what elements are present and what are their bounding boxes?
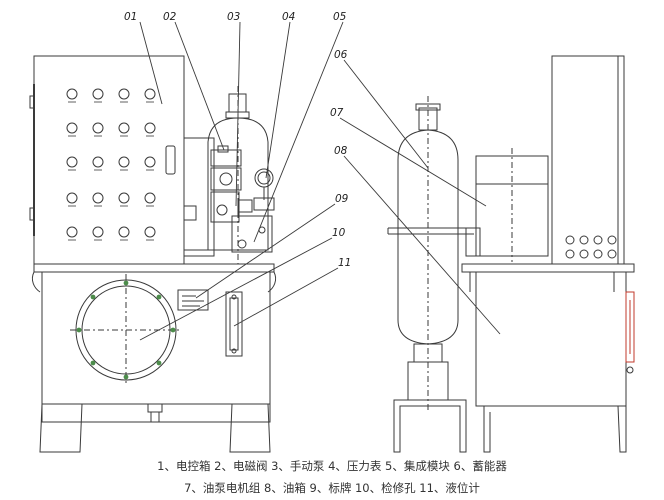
side-button-grid [565,235,617,259]
solenoid-valve [210,145,242,191]
nameplate [177,289,209,311]
motor-pump-body [183,137,215,257]
accumulator-stand [393,399,467,453]
front-view [29,55,277,453]
accumulator-side [387,96,474,410]
motor-pump-set [465,148,549,262]
oil-tank-front [41,271,271,423]
tank-leg-side-right [617,405,627,453]
callout-02: 02 [163,11,177,23]
callout-03: 03 [227,11,240,23]
legend-line-2: 7、油泵电机组 8、油箱 9、标牌 10、检修孔 11、液位计 [184,481,480,495]
callout-09: 09 [335,193,349,205]
manual-pump [210,191,253,223]
legend-line-1: 1、电控箱 2、电磁阀 3、手动泵 4、压力表 5、集成模块 6、蓄能器 [157,459,507,473]
drain-plug [147,403,163,423]
callout-10: 10 [332,227,346,239]
leader-lines [139,21,501,341]
callout-01: 01 [124,11,137,23]
inspection-hole [70,274,182,386]
callout-04: 04 [282,11,295,23]
callout-05: 05 [333,11,347,23]
tank-top-plate-side [461,263,635,273]
callout-11: 11 [338,257,351,269]
tank-leg-left [39,403,83,453]
cabinet-indicator-grid [66,88,156,241]
side-level-gauge [625,291,635,363]
tank-leg-side-left [483,406,491,453]
pressure-gauge [253,168,275,211]
tank-leg-right [229,403,271,453]
callout-06: 06 [334,49,348,61]
oil-tank-side [475,271,627,407]
control-cabinet-side [551,55,625,265]
callout-08: 08 [334,145,348,157]
callout-07: 07 [330,107,344,119]
side-view [387,55,635,453]
level-gauge [225,291,243,357]
control-cabinet [29,55,185,265]
callout-labels: 01 02 03 04 05 06 07 08 09 10 11 [124,11,351,269]
tank-top-plate [33,263,275,273]
